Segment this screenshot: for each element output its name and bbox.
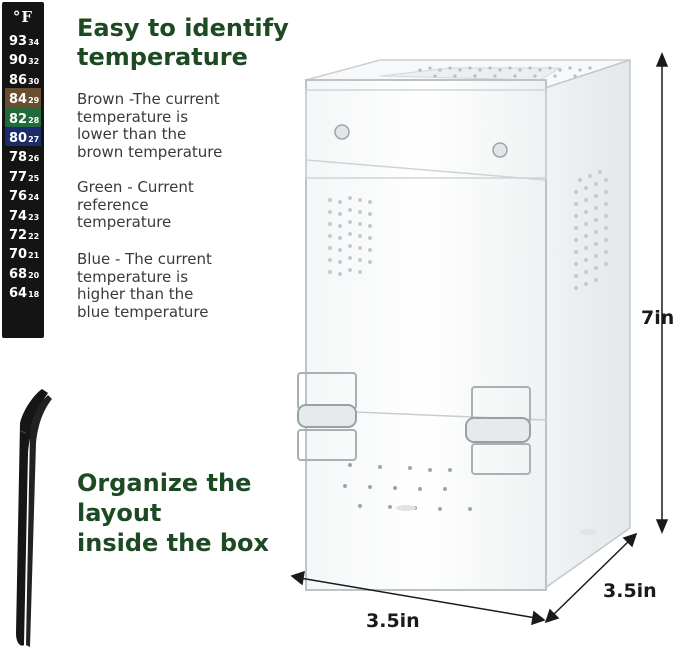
thermometer-celsius: 24 [28, 193, 40, 203]
thermometer-celsius: 21 [28, 251, 40, 261]
legend-brown-text: Brown -The current temperature is lower … [77, 90, 223, 161]
thermometer-fahrenheit: 93 [9, 34, 28, 49]
thermometer-celsius: 25 [28, 173, 40, 183]
thermometer-row: 9334 [5, 30, 41, 50]
thermometer-fahrenheit: 74 [9, 208, 28, 224]
thermometer-celsius: 23 [28, 212, 40, 222]
thermometer-row: 9032 [5, 49, 41, 69]
thermometer-celsius: 28 [28, 115, 40, 125]
thermometer-fahrenheit: 77 [9, 169, 28, 185]
thermometer-row: 7423 [5, 204, 41, 224]
legend-green-text: Green - Current reference temperature [77, 178, 194, 231]
thermometer-row: 7021 [5, 243, 41, 263]
thermometer-fahrenheit: 80 [9, 130, 28, 146]
dimension-width-label: 3.5in [366, 610, 420, 632]
thermometer-row: 7624 [5, 185, 41, 205]
thermometer-row: 6820 [5, 262, 41, 283]
thermometer-celsius: 27 [28, 134, 40, 144]
side-vent-holes [328, 170, 608, 290]
thermometer-row: 7826 [5, 146, 41, 166]
dimension-lines [290, 52, 669, 626]
headline-bottom: Organize the layout inside the box [77, 469, 269, 557]
thermometer-row: 8228 [5, 107, 41, 127]
thermometer-row: 7222 [5, 223, 41, 244]
lower-vent-holes [343, 463, 472, 511]
thermometer-row: 8027 [5, 126, 41, 147]
thermometer-fahrenheit: 86 [9, 72, 28, 88]
thermometer-fahrenheit: 76 [9, 189, 28, 205]
thermometer-fahrenheit: 72 [9, 227, 28, 243]
tweezers-icon [16, 389, 52, 647]
thermometer-celsius: 22 [28, 231, 40, 241]
thermometer-celsius: 29 [28, 96, 40, 106]
hinge-right [465, 386, 531, 475]
thermometer-fahrenheit: 90 [9, 53, 28, 69]
thermometer-units: °F °C [12, 8, 34, 50]
thermometer-fahrenheit: 84 [9, 92, 28, 108]
thermometer-row: 8630 [5, 68, 41, 89]
lid-vent-holes [418, 66, 592, 78]
thermometer-celsius: 34 [28, 38, 40, 47]
acrylic-enclosure-icon [290, 52, 669, 626]
thermometer-row: 7725 [5, 165, 41, 186]
hinge-left [297, 372, 357, 461]
thermometer-celsius: 32 [28, 57, 40, 67]
thermometer-fahrenheit: 68 [9, 266, 28, 282]
thermometer-celsius: 18 [28, 290, 40, 300]
legend-blue-text: Blue - The current temperature is higher… [77, 250, 212, 321]
thermometer-fahrenheit: 78 [9, 150, 28, 166]
dimension-depth-label: 3.5in [603, 580, 657, 602]
thermometer-row: 8429 [5, 88, 41, 108]
thermometer-row: 6418 [5, 282, 41, 302]
headline-top: Easy to identify temperature [77, 14, 289, 71]
thermometer-fahrenheit: 70 [9, 247, 28, 263]
thermometer-celsius: 30 [28, 76, 40, 86]
thermometer-strip: °F °C 9334903286308429822880277826772576… [2, 2, 44, 338]
thermometer-fahrenheit: 82 [9, 111, 28, 127]
thermometer-celsius: 20 [28, 270, 40, 280]
thermometer-fahrenheit: 64 [9, 286, 28, 302]
thermometer-celsius: 26 [28, 154, 40, 164]
dimension-height-label: 7in [641, 307, 675, 329]
